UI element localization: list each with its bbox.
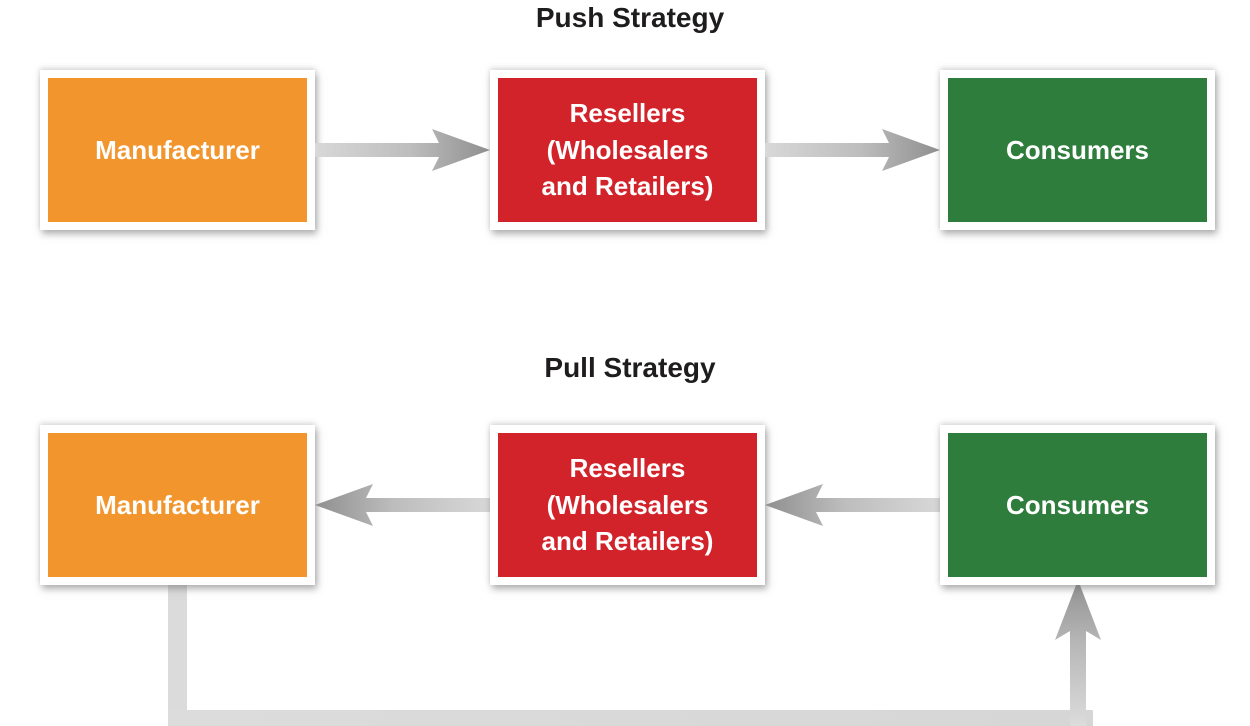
pull-feedback-line-horizontal	[168, 710, 1093, 726]
push-strategy-title: Push Strategy	[535, 2, 725, 33]
pull-arrow-consumers-to-resellers-icon	[765, 484, 940, 526]
push-arrow-resellers-to-consumers-icon	[765, 129, 940, 171]
pull-resellers-box: Resellers (Wholesalers and Retailers)	[490, 425, 765, 585]
pull-feedback-arrow-up-icon	[1055, 580, 1101, 726]
pull-strategy-title: Pull Strategy	[544, 352, 716, 383]
pull-feedback-line-vertical	[168, 585, 187, 726]
push-manufacturer-box: Manufacturer	[40, 70, 315, 230]
pull-resellers-label: Resellers (Wholesalers and Retailers)	[541, 452, 714, 557]
push-resellers-label: Resellers (Wholesalers and Retailers)	[541, 97, 714, 202]
pull-manufacturer-box: Manufacturer	[40, 425, 315, 585]
push-resellers-box: Resellers (Wholesalers and Retailers)	[490, 70, 765, 230]
push-consumers-label: Consumers	[1005, 134, 1150, 165]
push-arrow-manufacturer-to-resellers-icon	[315, 129, 490, 171]
pull-manufacturer-label: Manufacturer	[95, 489, 260, 520]
pull-consumers-label: Consumers	[1005, 489, 1150, 520]
push-consumers-box: Consumers	[940, 70, 1215, 230]
push-manufacturer-label: Manufacturer	[95, 134, 260, 165]
pull-consumers-box: Consumers	[940, 425, 1215, 585]
pull-arrow-resellers-to-manufacturer-icon	[315, 484, 490, 526]
